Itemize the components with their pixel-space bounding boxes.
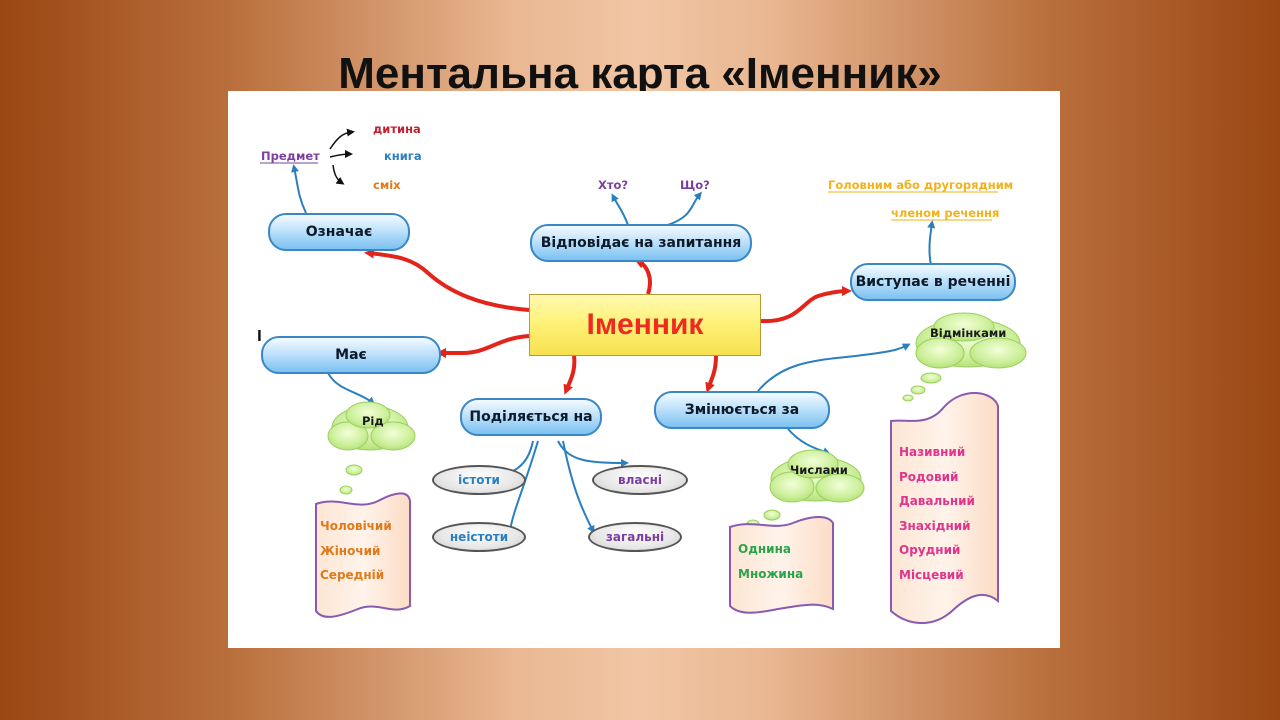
branch-changes: Змінюється за (654, 391, 830, 429)
numbers-cloud-label: Числами (790, 463, 848, 477)
cases-list: Називний Родовий Давальний Знахідний Ору… (899, 440, 975, 587)
question-who: Хто? (598, 178, 629, 192)
gender-masculine: Чоловічий (320, 519, 392, 533)
changes-to-numbers-cloud (787, 428, 831, 455)
example-arrow-2 (329, 150, 353, 159)
gender-feminine: Жіночий (320, 543, 381, 558)
oval-animate: істоти (432, 465, 526, 495)
example-arrow-3 (332, 164, 345, 185)
branch-means: Означає (268, 213, 410, 251)
answers-to-what (667, 191, 702, 226)
divides-to-inanimate (506, 440, 539, 534)
branch-has: Має (261, 336, 441, 374)
center-noun: Іменник (529, 294, 761, 356)
example-child: дитина (373, 122, 421, 136)
question-what: Що? (680, 178, 710, 192)
means-to-subject (291, 164, 307, 214)
example-arrow-1 (329, 128, 355, 150)
case-locative: Місцевий (899, 567, 964, 582)
arrow-to-changes (705, 355, 718, 393)
cases-cloud (902, 312, 1027, 402)
number-singular: Однина (738, 542, 791, 556)
slide-title: Ментальна карта «Іменник» (338, 49, 942, 98)
oval-common: загальні (588, 522, 682, 552)
stray-mark: l (257, 329, 262, 345)
oval-proper: власні (592, 465, 688, 495)
numbers-list: Однина Множина (738, 537, 803, 586)
changes-to-cases-cloud (757, 343, 911, 392)
answers-to-who (611, 193, 629, 226)
gender-neuter: Середній (320, 568, 385, 582)
case-instrumental: Орудний (899, 543, 961, 557)
example-book: книга (384, 149, 422, 163)
number-plural: Множина (738, 566, 804, 581)
role-to-text (927, 220, 936, 266)
oval-inanimate: неістоти (432, 522, 526, 552)
arrow-to-role (760, 286, 852, 324)
branch-answers: Відповідає на запитання (530, 224, 752, 262)
cases-scroll (890, 392, 999, 624)
gender-cloud-label: Рід (362, 414, 384, 428)
subject-label: Предмет (261, 149, 320, 163)
case-dative: Давальний (899, 494, 975, 508)
arrow-to-answers (634, 259, 652, 295)
role-text-line2: членом речення (891, 206, 1000, 220)
mind-map-panel: l Предмет дитина книга сміх Хто? Що? Гол… (228, 91, 1060, 648)
case-nominative: Називний (899, 445, 966, 459)
branch-role: Виступає в реченні (850, 263, 1016, 301)
cases-cloud-label: Відмінками (930, 326, 1007, 340)
gender-list: Чоловічий Жіночий Середній (320, 514, 392, 588)
role-text-line1: Головним або другорядним (828, 178, 1014, 192)
example-laughter: сміх (373, 178, 401, 192)
divides-to-proper (557, 440, 629, 467)
gender-cloud (327, 401, 416, 495)
divides-to-common (562, 440, 595, 534)
arrow-to-means (364, 248, 530, 312)
case-genitive: Родовий (899, 469, 959, 484)
arrow-to-has (436, 334, 530, 358)
case-accusative: Знахідний (899, 518, 971, 533)
has-to-gender-cloud (327, 372, 376, 405)
numbers-scroll (729, 516, 834, 614)
branch-divides: Поділяється на (460, 398, 602, 436)
connectors-layer (260, 128, 1027, 624)
gender-scroll (315, 492, 411, 618)
arrow-to-divides (563, 355, 577, 395)
